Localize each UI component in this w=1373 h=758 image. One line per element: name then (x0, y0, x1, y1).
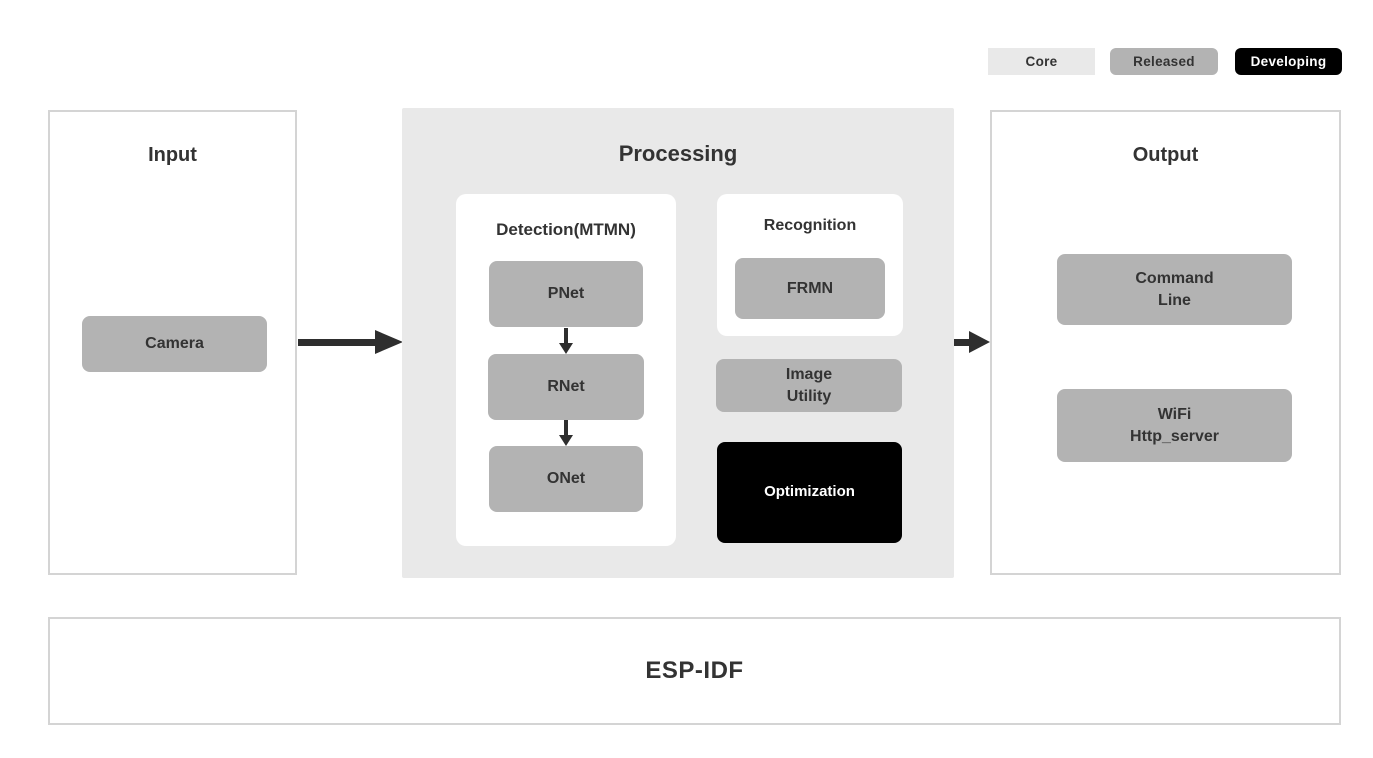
output-panel: Output Command Line WiFi Http_server (990, 110, 1341, 575)
optimization-block: Optimization (717, 442, 902, 543)
arrow-head (559, 343, 573, 354)
flow-arrow-processing-to-output-icon (954, 331, 990, 355)
arrow-stem (564, 420, 568, 435)
flow-arrow-rnet-to-onet-icon (558, 420, 574, 446)
processing-panel: Processing Detection(MTMN) PNet RNet ONe… (402, 108, 954, 578)
detection-group-title: Detection(MTMN) (496, 220, 636, 239)
recognition-group: Recognition FRMN (717, 194, 903, 336)
output-panel-title: Output (1132, 144, 1199, 166)
flow-arrow-input-to-processing-icon (298, 330, 403, 354)
rnet-block: RNet (488, 354, 644, 420)
image-utility-block: Image Utility (716, 359, 902, 412)
recognition-group-title: Recognition (763, 217, 857, 234)
legend-released: Released (1110, 48, 1218, 75)
frmn-block: FRMN (735, 258, 885, 319)
onet-block: ONet (489, 446, 643, 512)
arrow-head (375, 330, 403, 354)
legend-developing: Developing (1235, 48, 1342, 75)
processing-panel-title: Processing (618, 141, 738, 166)
arrow-head (969, 331, 990, 353)
legend-core: Core (988, 48, 1095, 75)
arrow-head (559, 435, 573, 446)
arrow-stem (954, 339, 970, 346)
esp-idf-panel: ESP-IDF (48, 617, 1341, 725)
pnet-block: PNet (489, 261, 643, 327)
input-panel-title: Input (148, 144, 197, 166)
detection-group: Detection(MTMN) PNet RNet ONet (456, 194, 676, 546)
input-panel: Input Camera (48, 110, 297, 575)
arrow-stem (298, 339, 376, 346)
arrow-stem (564, 328, 568, 343)
esp-idf-title: ESP-IDF (645, 657, 744, 684)
flow-arrow-pnet-to-rnet-icon (558, 328, 574, 354)
command-line-block: Command Line (1057, 254, 1292, 325)
camera-block: Camera (82, 316, 267, 372)
wifi-http-server-block: WiFi Http_server (1057, 389, 1292, 462)
